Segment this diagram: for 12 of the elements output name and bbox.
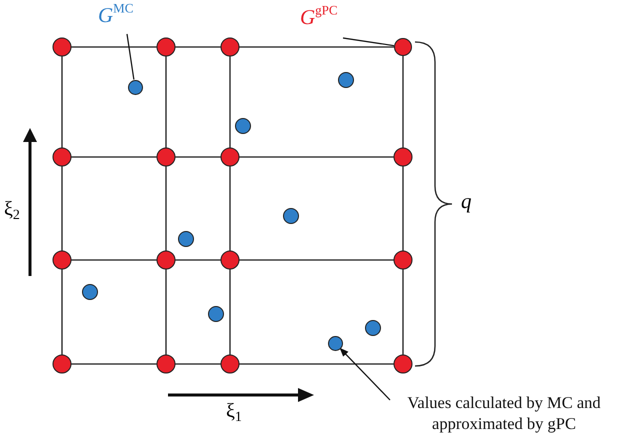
data-point bbox=[128, 80, 142, 94]
data-point bbox=[328, 336, 342, 350]
data-point bbox=[394, 38, 412, 56]
symbol-label: G$^{MC}$ bbox=[98, 2, 134, 30]
axis-label: ξ$_{1}$ bbox=[226, 400, 242, 422]
note-text: Values calculated by MC and approximated by gPC bbox=[396, 392, 612, 435]
leader-arrow bbox=[340, 348, 390, 400]
brace-label: q bbox=[461, 190, 472, 214]
leader-line bbox=[126, 34, 134, 80]
axis-label: ξ$_{2}$ bbox=[4, 198, 20, 220]
leader-line bbox=[342, 37, 394, 46]
symbol-label: G$^{gPC}$ bbox=[300, 4, 338, 32]
